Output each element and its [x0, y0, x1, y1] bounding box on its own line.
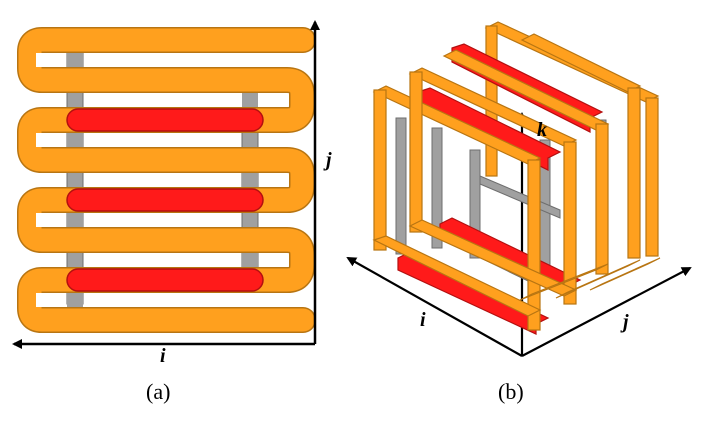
axis-label-i-b: i [420, 309, 426, 331]
orange-serpentine-fill [18, 28, 315, 332]
axis-j-arrow-b [521, 267, 692, 357]
axis-label-j-b: j [620, 311, 629, 333]
gray-via [67, 293, 83, 307]
panel-a-gray-via-front [67, 53, 258, 307]
gray-pillar [469, 149, 481, 259]
frame-back-2 [520, 33, 642, 259]
frame-front-2 [408, 67, 578, 305]
axis-i-arrow-b [346, 257, 523, 357]
gray-pillar [395, 117, 407, 255]
red-bar [66, 108, 264, 132]
panel-a-red-bars [66, 108, 264, 292]
panel-a: j i (a) [12, 20, 332, 404]
axis-label-j: j [323, 149, 332, 171]
caption-b: (b) [498, 379, 524, 404]
gray-via [67, 213, 83, 227]
frame-front-3 [442, 49, 661, 301]
panel-b: k i j (b) [346, 21, 692, 404]
panel-a-orange-serpentine [17, 27, 316, 333]
axis-label-k: k [537, 119, 547, 141]
gray-via [67, 133, 83, 147]
red-bar [66, 188, 264, 212]
gray-pillar [431, 127, 443, 249]
gray-via [242, 173, 258, 187]
gray-via [242, 93, 258, 107]
axis-label-i: i [160, 345, 166, 367]
caption-a: (a) [146, 379, 170, 404]
red-bar [66, 268, 264, 292]
gray-via [242, 253, 258, 267]
gray-via [67, 53, 83, 67]
